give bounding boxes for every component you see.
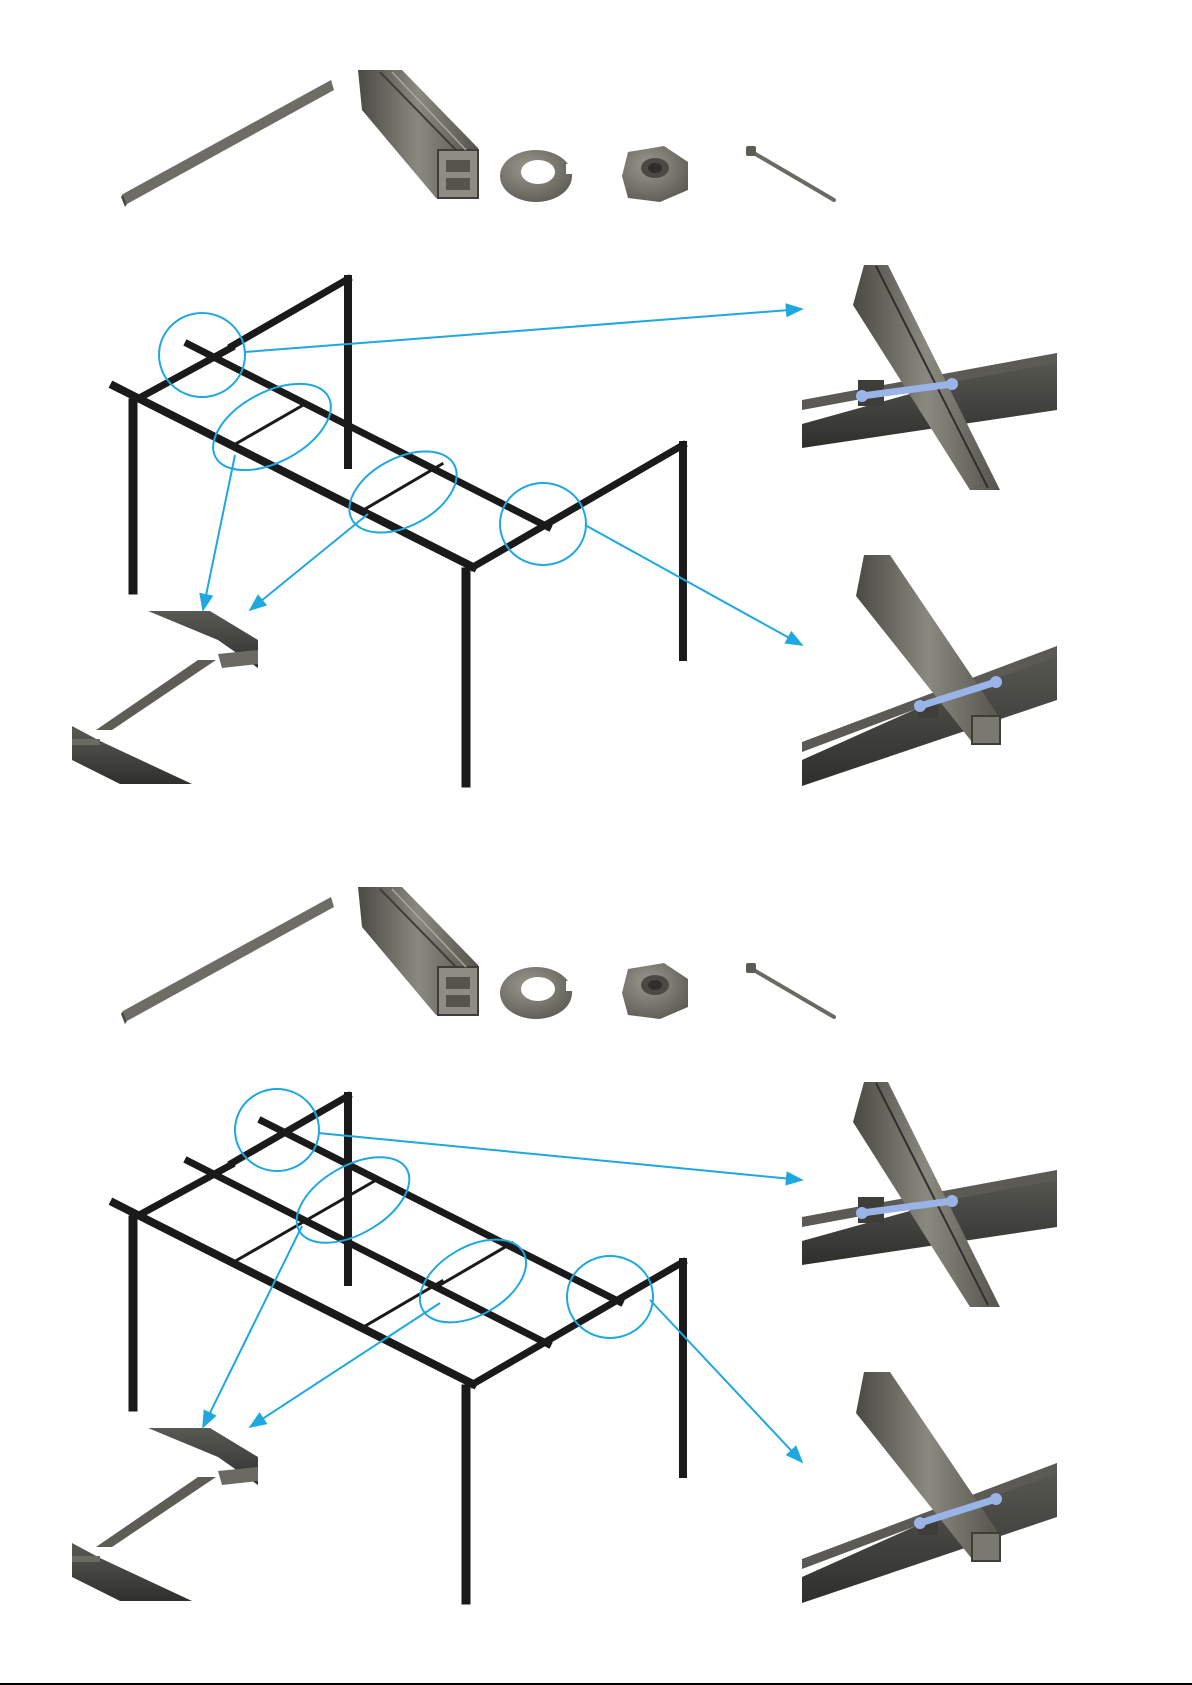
step-2 — [72, 887, 1057, 1603]
aluminium-profile-part — [358, 887, 478, 1015]
detail-inset-corner-joint — [802, 1082, 1057, 1307]
hex-bolt-part — [746, 146, 834, 200]
cross-beam-part — [121, 80, 334, 207]
detail-inset-end-joint — [802, 1372, 1057, 1603]
parts-row — [121, 887, 834, 1024]
hex-bolt-part — [746, 963, 834, 1017]
table-frame — [114, 1096, 683, 1600]
hex-nut-part — [622, 963, 688, 1019]
spring-washer-part — [500, 967, 576, 1019]
aluminium-profile-part — [358, 70, 478, 198]
detail-inset-end-joint — [802, 555, 1057, 786]
callout-group — [203, 1089, 802, 1462]
hex-nut-part — [622, 146, 688, 202]
detail-inset-crossbar — [72, 1428, 258, 1601]
spring-washer-part — [500, 150, 576, 202]
detail-inset-corner-joint — [802, 265, 1057, 490]
callout-crossbar-joint-2 — [406, 1223, 540, 1340]
cross-beam-part — [121, 897, 334, 1024]
callout-group — [159, 309, 802, 645]
detail-inset-crossbar — [72, 611, 258, 784]
step-1 — [72, 70, 1057, 786]
parts-row — [121, 70, 834, 207]
